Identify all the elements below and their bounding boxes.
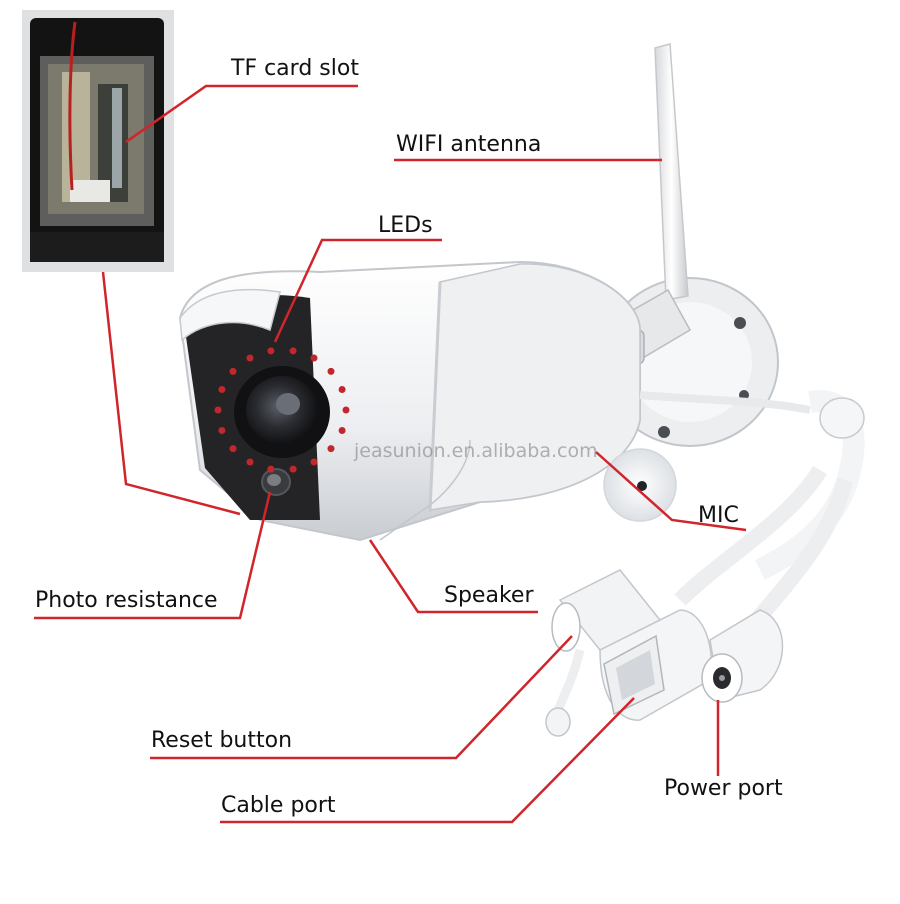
led-dot [327,445,335,453]
led-dot [246,458,254,466]
label-wifi-antenna: WIFI antenna [396,132,542,157]
label-photo-resistance: Photo resistance [35,588,218,613]
label-cable-port: Cable port [221,793,336,818]
led-dot [218,427,226,434]
led-ring [214,347,350,473]
led-dot [229,367,237,375]
power-port-connector [701,609,784,703]
led-dot [267,347,275,355]
leader-mic [595,451,747,532]
led-dot [218,386,226,393]
tf-card-slot-photo [22,10,174,272]
led-dot [289,347,297,355]
cable-port-connector [599,609,712,721]
leader-lines [34,84,747,824]
led-dot [229,445,237,453]
led-dot [342,406,350,414]
label-reset-button: Reset button [151,728,293,753]
leader-cable-port [220,697,635,824]
label-mic: MIC [698,503,739,528]
camera-body [178,260,641,542]
led-dot [310,354,318,362]
label-speaker: Speaker [444,583,534,608]
led-dot [310,458,318,466]
led-dot [246,354,254,362]
leader-tf-card-slot [125,84,358,144]
leader-photo-resistance [34,491,272,620]
label-power-port: Power port [664,776,783,801]
led-dot [267,465,275,473]
leader-tf-slot-down [101,271,241,516]
leader-speaker [368,539,538,614]
label-leds: LEDs [378,213,433,238]
leader-reset-button [150,635,573,760]
led-dot [289,465,297,473]
watermark: jeasunion.en.alibaba.com [354,440,598,462]
led-dot [327,367,335,375]
led-dot [214,406,222,414]
leader-leds [273,238,442,343]
reset-connector [545,569,662,737]
led-dot [338,427,346,434]
led-dot [338,386,346,393]
mic-closeup [603,448,677,522]
label-tf-card-slot: TF card slot [231,56,359,81]
